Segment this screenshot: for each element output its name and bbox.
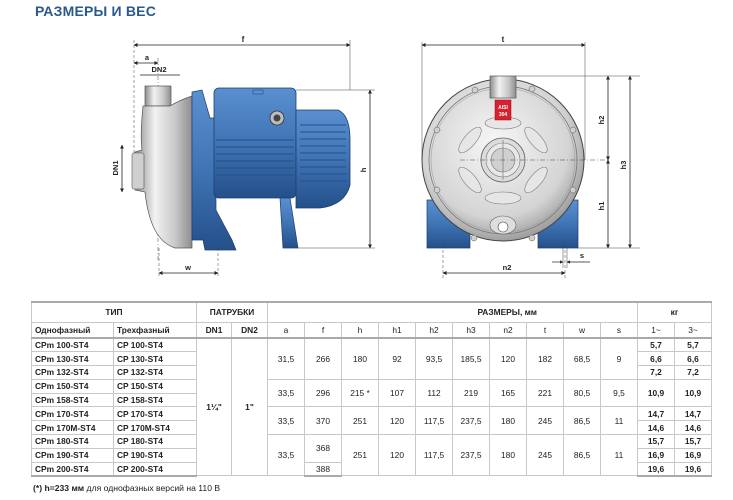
header-dn2: DN2 [231,321,268,339]
svg-text:DN2: DN2 [151,65,166,74]
svg-text:s: s [580,251,584,260]
header-s: s [600,321,638,339]
table-row: CPm 130-ST4 CP 130-ST4 6,6 6,6 [31,351,712,367]
svg-text:AISI: AISI [498,105,508,111]
svg-text:n2: n2 [503,263,512,272]
header-kg-1phase: 1~ [637,321,675,339]
header-h: h [341,321,379,339]
svg-text:h1: h1 [597,202,606,211]
h-value-with-footnote: 215 * [341,378,379,408]
table-row: CPm 132-ST4 CP 132-ST4 7,2 7,2 [31,365,712,380]
dn1-value: 1¼" [196,337,232,477]
header-h1: h1 [378,321,416,339]
side-view: f a DN2 DN1 [111,35,375,278]
header-t: t [526,321,564,339]
header-h3: h3 [452,321,490,339]
header-type: ТИП [31,301,197,323]
table-row: CPm 200-ST4 CP 200-ST4 388 19,6 19,6 [31,461,712,477]
header-three-phase: Трехфазный [113,321,197,339]
svg-text:h3: h3 [619,161,628,170]
header-w: w [563,321,601,339]
header-h2: h2 [415,321,453,339]
table-row: CPm 180-ST4 CP 180-ST4 33,5 368 251 120 … [31,434,712,477]
table-row: CPm 170M-ST4 CP 170M-ST4 14,6 14,6 [31,420,712,436]
svg-text:304: 304 [499,112,508,118]
header-dimensions: РАЗМЕРЫ, мм [267,301,638,323]
pump-dimension-drawing: f a DN2 DN1 [111,35,640,278]
svg-text:a: a [145,53,150,62]
svg-text:h: h [359,167,368,172]
aisi-304-badge [494,99,512,121]
header-single-phase: Однофазный [31,321,114,339]
svg-text:t: t [502,35,505,44]
header-a: a [267,321,305,339]
svg-text:h2: h2 [597,116,606,125]
table-row: CPm 100-ST4 CP 100-ST4 1¼" 1" 31,5 266 1… [31,337,712,477]
header-n2: n2 [489,321,527,339]
header-weight: кг [637,301,712,323]
table-row: CPm 158-ST4 CP 158-ST4 [31,392,712,408]
dimensions-weight-table: ТИП ПАТРУБКИ РАЗМЕРЫ, мм кг Однофазный Т… [31,301,712,477]
header-ports: ПАТРУБКИ [196,301,268,323]
header-kg-3phase: 3~ [674,321,712,339]
svg-text:DN1: DN1 [111,160,120,175]
table-row: CPm 170-ST4 CP 170-ST4 33,5 370 251 120 … [31,406,712,436]
header-f: f [304,321,342,339]
svg-text:w: w [184,263,191,272]
page-title: РАЗМЕРЫ И ВЕС [35,3,157,19]
label-f: f [242,35,245,44]
table-row: CPm 150-ST4 CP 150-ST4 33,5 296 215 * 10… [31,378,712,408]
dn2-value: 1" [231,337,268,477]
front-view: t AISI [421,35,640,278]
header-dn1: DN1 [196,321,232,339]
footnote-marker: (*) h=233 мм [33,483,85,493]
footnote-text: для однофазных версий на 110 В [84,483,221,493]
footnote: (*) h=233 мм для однофазных версий на 11… [33,483,220,493]
